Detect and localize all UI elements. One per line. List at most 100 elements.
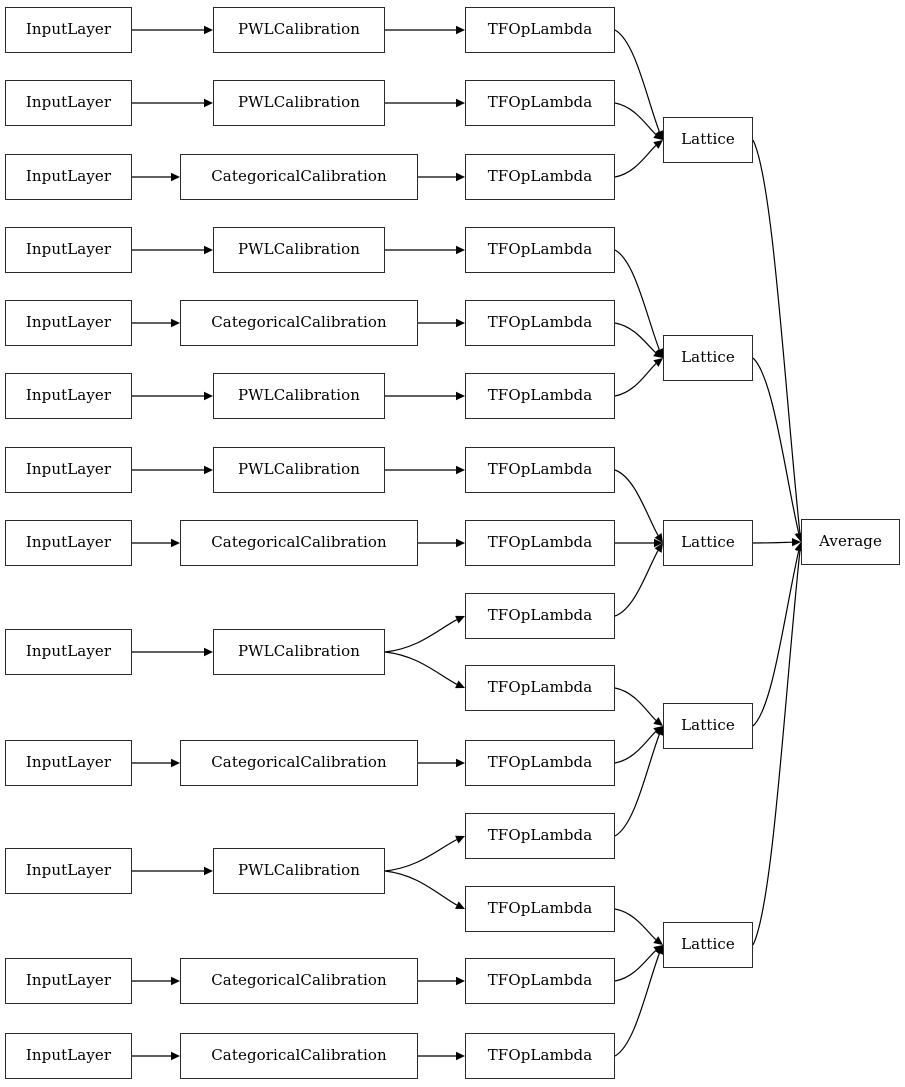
graph-node-label: TFOpLambda [487, 386, 593, 404]
arrowhead-icon [204, 647, 213, 657]
graph-node-inputlayer[interactable]: InputLayer [5, 300, 132, 346]
graph-edge [132, 25, 213, 35]
graph-node-lattice[interactable]: Lattice [663, 117, 753, 163]
arrowhead-icon [653, 349, 663, 358]
arrowhead-icon [653, 945, 663, 954]
graph-node-pwlcalibration[interactable]: PWLCalibration [213, 848, 385, 894]
graph-node-inputlayer[interactable]: InputLayer [5, 520, 132, 566]
graph-node-inputlayer[interactable]: InputLayer [5, 373, 132, 419]
graph-node-categoricalcalibration[interactable]: CategoricalCalibration [180, 740, 418, 786]
graph-node-pwlcalibration[interactable]: PWLCalibration [213, 227, 385, 273]
graph-node-tfoplambda[interactable]: TFOpLambda [465, 740, 615, 786]
graph-node-label: InputLayer [25, 240, 112, 258]
arrowhead-icon [653, 726, 663, 735]
graph-node-inputlayer[interactable]: InputLayer [5, 629, 132, 675]
graph-edge [418, 538, 465, 548]
graph-node-tfoplambda[interactable]: TFOpLambda [465, 154, 615, 200]
graph-node-inputlayer[interactable]: InputLayer [5, 447, 132, 493]
graph-node-label: PWLCalibration [237, 861, 361, 879]
graph-node-label: TFOpLambda [487, 971, 593, 989]
graph-node-tfoplambda[interactable]: TFOpLambda [465, 7, 615, 53]
graph-node-lattice[interactable]: Lattice [663, 922, 753, 968]
graph-node-tfoplambda[interactable]: TFOpLambda [465, 80, 615, 126]
graph-node-tfoplambda[interactable]: TFOpLambda [465, 665, 615, 711]
graph-edge [418, 758, 465, 768]
graph-edge [752, 542, 805, 946]
graph-node-tfoplambda[interactable]: TFOpLambda [465, 1033, 615, 1079]
graph-node-categoricalcalibration[interactable]: CategoricalCalibration [180, 1033, 418, 1079]
graph-edge [132, 172, 180, 182]
graph-node-lattice[interactable]: Lattice [663, 703, 753, 749]
arrowhead-icon [456, 538, 465, 548]
graph-node-categoricalcalibration[interactable]: CategoricalCalibration [180, 958, 418, 1004]
graph-node-label: CategoricalCalibration [211, 753, 387, 771]
graph-node-tfoplambda[interactable]: TFOpLambda [465, 520, 615, 566]
graph-node-pwlcalibration[interactable]: PWLCalibration [213, 7, 385, 53]
graph-node-lattice[interactable]: Lattice [663, 335, 753, 381]
graph-node-categoricalcalibration[interactable]: CategoricalCalibration [180, 300, 418, 346]
graph-node-label: PWLCalibration [237, 240, 361, 258]
arrowhead-icon [171, 172, 180, 182]
graph-node-label: CategoricalCalibration [211, 971, 387, 989]
graph-node-tfoplambda[interactable]: TFOpLambda [465, 813, 615, 859]
graph-node-inputlayer[interactable]: InputLayer [5, 1033, 132, 1079]
graph-node-pwlcalibration[interactable]: PWLCalibration [213, 373, 385, 419]
arrowhead-icon [204, 245, 213, 255]
graph-node-tfoplambda[interactable]: TFOpLambda [465, 958, 615, 1004]
graph-node-tfoplambda[interactable]: TFOpLambda [465, 447, 615, 493]
arrowhead-icon [456, 758, 465, 768]
graph-node-tfoplambda[interactable]: TFOpLambda [465, 593, 615, 639]
graph-node-inputlayer[interactable]: InputLayer [5, 80, 132, 126]
graph-node-label: Lattice [681, 533, 735, 551]
graph-edge [614, 908, 663, 945]
arrowhead-icon [791, 537, 801, 547]
graph-node-label: InputLayer [25, 167, 112, 185]
graph-node-categoricalcalibration[interactable]: CategoricalCalibration [180, 154, 418, 200]
graph-node-inputlayer[interactable]: InputLayer [5, 7, 132, 53]
graph-edge [614, 687, 663, 726]
graph-node-label: CategoricalCalibration [211, 313, 387, 331]
arrowhead-icon [171, 1051, 180, 1061]
graph-node-pwlcalibration[interactable]: PWLCalibration [213, 80, 385, 126]
graph-node-label: TFOpLambda [487, 899, 593, 917]
graph-node-label: CategoricalCalibration [211, 167, 387, 185]
graph-node-inputlayer[interactable]: InputLayer [5, 740, 132, 786]
graph-node-pwlcalibration[interactable]: PWLCalibration [213, 629, 385, 675]
graph-edge [418, 172, 465, 182]
arrowhead-icon [456, 98, 465, 108]
graph-node-categoricalcalibration[interactable]: CategoricalCalibration [180, 520, 418, 566]
graph-node-inputlayer[interactable]: InputLayer [5, 848, 132, 894]
graph-node-label: InputLayer [25, 971, 112, 989]
arrowhead-icon [456, 1051, 465, 1061]
graph-node-inputlayer[interactable]: InputLayer [5, 227, 132, 273]
graph-node-pwlcalibration[interactable]: PWLCalibration [213, 447, 385, 493]
graph-node-label: TFOpLambda [487, 240, 593, 258]
graph-edge [614, 726, 663, 764]
graph-node-tfoplambda[interactable]: TFOpLambda [465, 373, 615, 419]
graph-node-lattice[interactable]: Lattice [663, 520, 753, 566]
graph-edge [132, 976, 180, 986]
graph-node-label: PWLCalibration [237, 642, 361, 660]
graph-edge [614, 29, 664, 140]
graph-node-average[interactable]: Average [801, 519, 900, 565]
graph-node-label: PWLCalibration [237, 93, 361, 111]
arrowhead-icon [653, 358, 663, 367]
graph-edge [132, 245, 213, 255]
graph-edge [385, 391, 465, 401]
graph-node-label: PWLCalibration [237, 386, 361, 404]
graph-node-label: TFOpLambda [487, 93, 593, 111]
arrowhead-icon [654, 533, 663, 543]
graph-node-tfoplambda[interactable]: TFOpLambda [465, 227, 615, 273]
graph-node-label: InputLayer [25, 533, 112, 551]
graph-edge [132, 465, 213, 475]
graph-edge [132, 1051, 180, 1061]
graph-node-inputlayer[interactable]: InputLayer [5, 154, 132, 200]
arrowhead-icon [654, 538, 663, 548]
graph-edge [132, 98, 213, 108]
graph-node-tfoplambda[interactable]: TFOpLambda [465, 300, 615, 346]
arrowhead-icon [653, 140, 663, 149]
graph-node-inputlayer[interactable]: InputLayer [5, 958, 132, 1004]
graph-node-label: PWLCalibration [237, 460, 361, 478]
graph-node-tfoplambda[interactable]: TFOpLambda [465, 886, 615, 932]
